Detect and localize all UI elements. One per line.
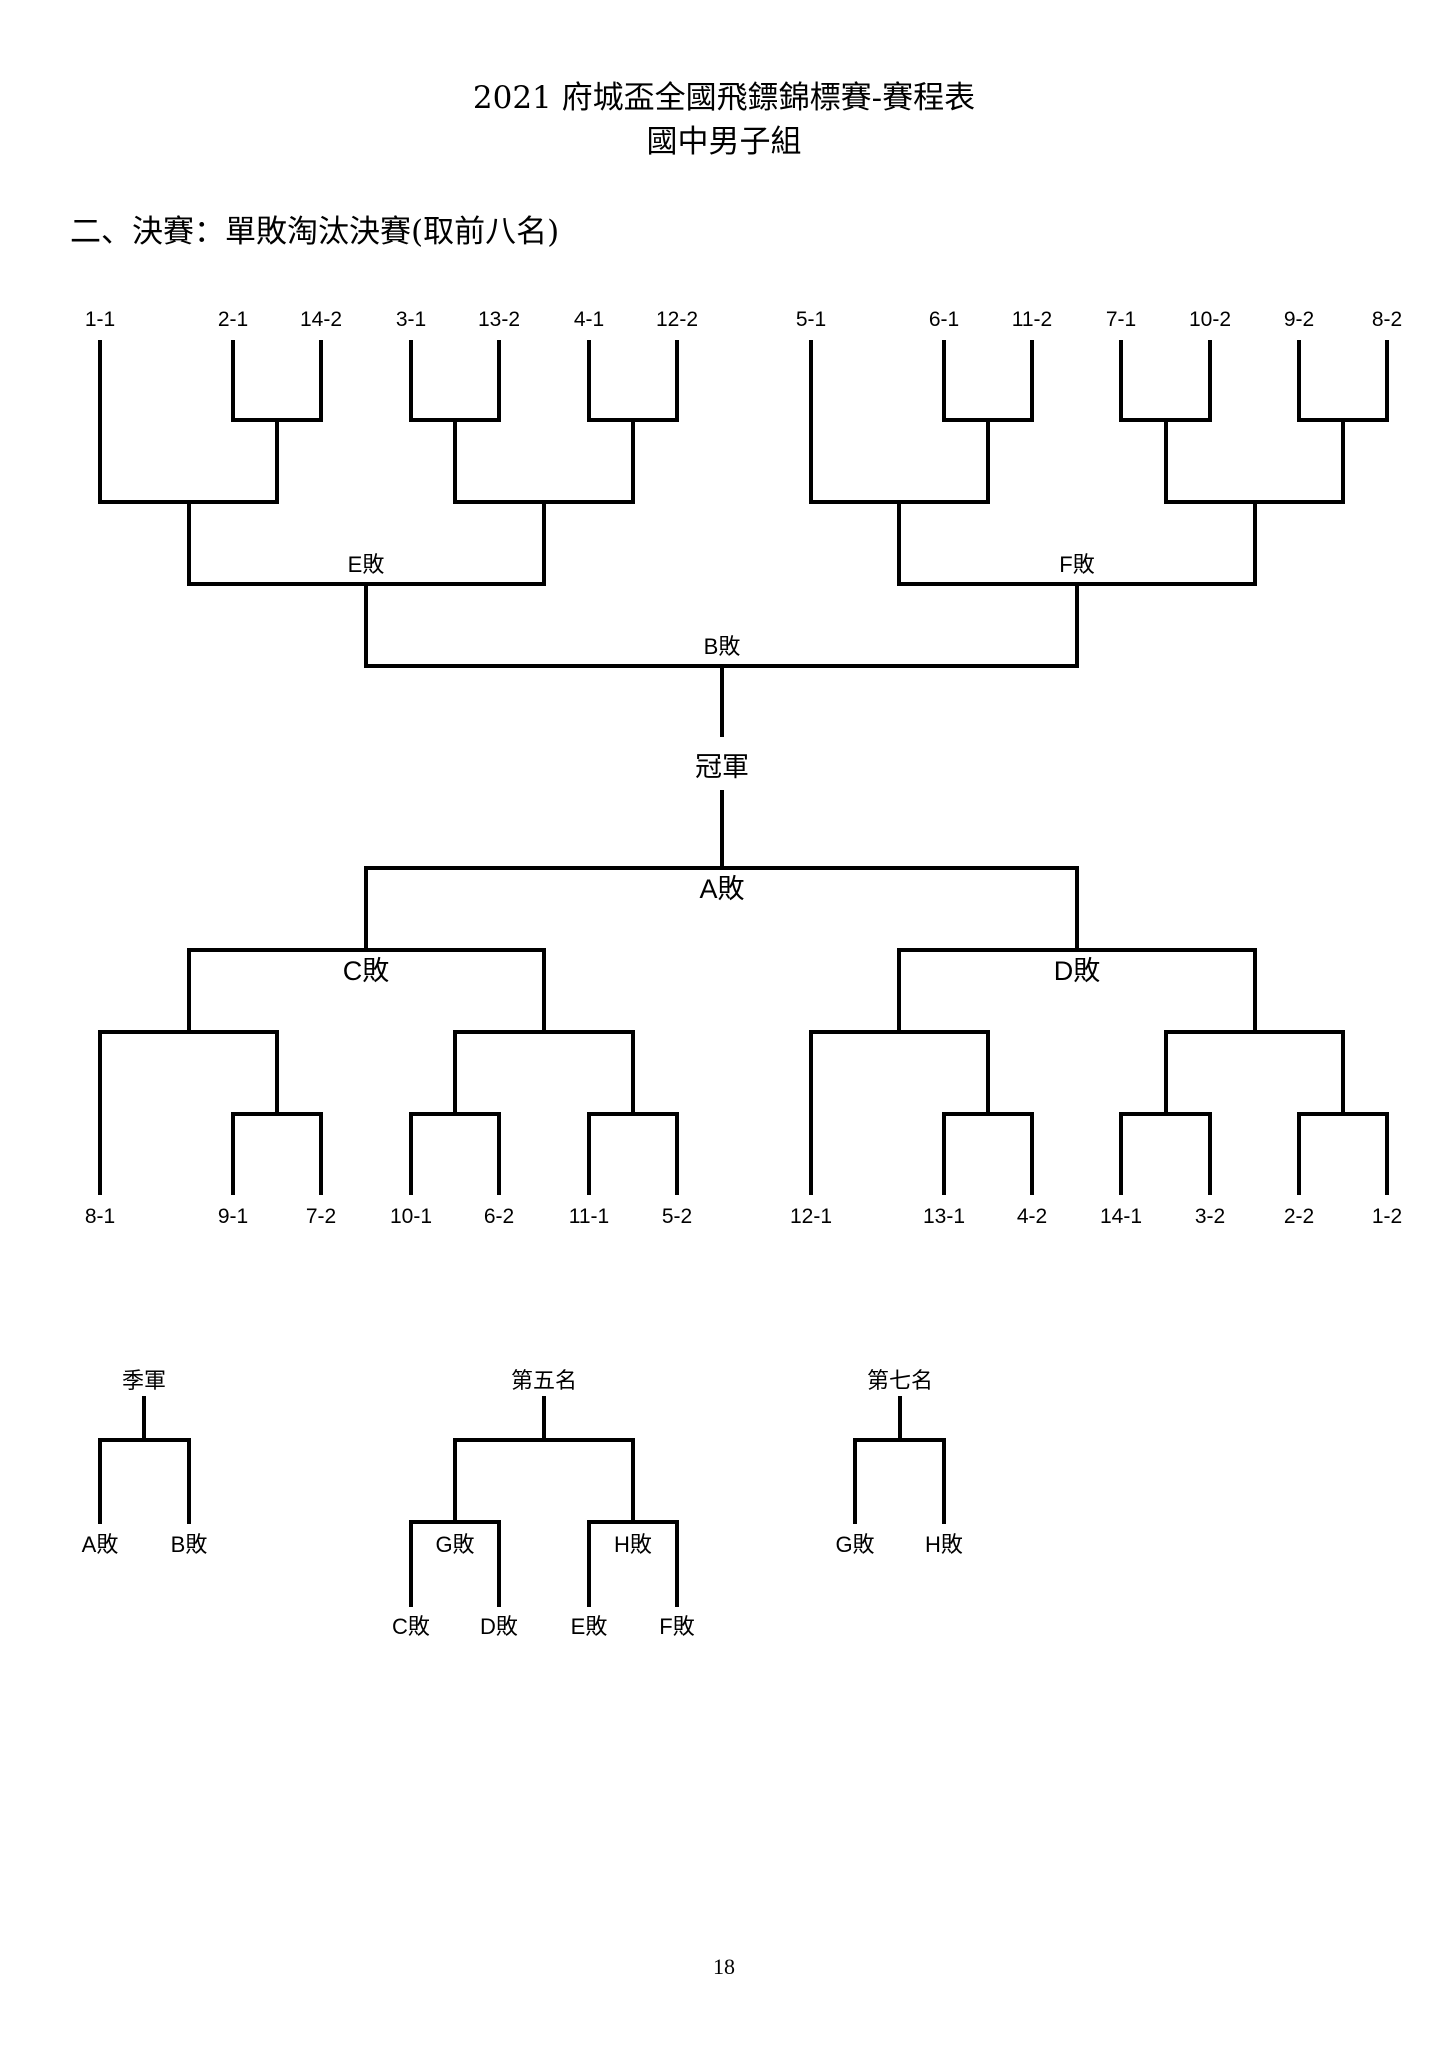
upper-seed-label: 6-1 (929, 308, 959, 331)
bracket-line (409, 340, 501, 422)
lower-seed-label: 12-1 (790, 1205, 832, 1228)
upper-seed-labels: 1-1 2-1 14-2 3-1 13-2 4-1 12-2 5-1 6-1 1… (85, 308, 1402, 331)
upper-seed-label: 5-1 (796, 308, 826, 331)
upper-seed-label: 1-1 (85, 308, 115, 331)
upper-bracket-lines (98, 340, 1389, 737)
upper-seed-label: 14-2 (300, 308, 342, 331)
fifth-place-semi-label: H敗 (614, 1532, 652, 1557)
placement-bracket-lines (98, 1396, 946, 1607)
upper-seed-label: 9-2 (1284, 308, 1314, 331)
upper-seed-label: 13-2 (478, 308, 520, 331)
third-place-title: 季軍 (122, 1368, 166, 1393)
lower-seed-label: 11-1 (569, 1205, 609, 1228)
lower-seed-label: 2-2 (1284, 1205, 1314, 1228)
lower-seed-label: 3-2 (1195, 1205, 1225, 1228)
lower-seed-label: 5-2 (662, 1205, 692, 1228)
champion-label: 冠軍 (695, 752, 749, 782)
bracket-line (587, 1520, 679, 1607)
fifth-place-semi-label: G敗 (435, 1532, 474, 1557)
upper-final-loser-label: B敗 (704, 634, 741, 659)
bracket-line (409, 1112, 501, 1195)
lower-seed-label: 8-1 (85, 1205, 115, 1228)
bracket-line (809, 1030, 990, 1195)
lower-seed-label: 4-2 (1017, 1205, 1047, 1228)
section-heading: 二、決賽：單敗淘汰決賽(取前八名) (70, 214, 560, 250)
bracket-line (453, 1030, 635, 1116)
upper-seed-label: 10-2 (1189, 308, 1231, 331)
upper-seed-label: 8-2 (1372, 308, 1402, 331)
seventh-place-title: 第七名 (867, 1368, 933, 1393)
lower-seed-label: 10-1 (390, 1205, 432, 1228)
bracket-line (853, 1438, 946, 1524)
lower-seed-label: 6-2 (484, 1205, 514, 1228)
bracket-line (1119, 1112, 1212, 1195)
upper-seed-label: 7-1 (1106, 308, 1136, 331)
bracket-line (1297, 1112, 1389, 1195)
document-subtitle: 國中男子組 (646, 124, 802, 160)
bracket-line (587, 340, 679, 422)
bracket-line (942, 1112, 1034, 1195)
lower-bracket-lines (98, 790, 1389, 1195)
bracket-line (98, 1030, 279, 1195)
lower-seed-label: 13-1 (923, 1205, 965, 1228)
bracket-line (453, 1438, 635, 1524)
document-title: 2021 府城盃全國飛鏢錦標賽-賽程表 (472, 80, 976, 116)
bracket-line (409, 1520, 501, 1607)
bracket-line (187, 948, 546, 1034)
upper-seed-label: 11-2 (1012, 308, 1052, 331)
lower-seed-label: 14-1 (1100, 1205, 1142, 1228)
bracket-line (231, 340, 323, 422)
lower-final-loser-label: A敗 (699, 874, 744, 904)
bracket-line (897, 948, 1257, 1034)
page-number: 18 (713, 1954, 735, 1979)
bracket-line (942, 340, 1034, 422)
upper-right-loser-label: F敗 (1059, 552, 1094, 577)
upper-seed-label: 2-1 (218, 308, 248, 331)
bracket-line (98, 1438, 191, 1524)
bracket-line (1297, 340, 1389, 422)
fifth-place-entrant: D敗 (480, 1614, 518, 1639)
lower-seed-label: 1-2 (1372, 1205, 1402, 1228)
third-place-entrant: B敗 (171, 1532, 208, 1557)
bracket-line (1119, 340, 1212, 422)
lower-seed-label: 7-2 (306, 1205, 336, 1228)
lower-seed-label: 9-1 (218, 1205, 248, 1228)
fifth-place-entrant: E敗 (571, 1614, 608, 1639)
fifth-place-entrant: C敗 (392, 1614, 430, 1639)
lower-seed-labels: 8-1 9-1 7-2 10-1 6-2 11-1 5-2 12-1 13-1 … (85, 1205, 1402, 1228)
upper-seed-label: 12-2 (656, 308, 698, 331)
seventh-place-entrant: G敗 (835, 1532, 874, 1557)
lower-right-loser-label: D敗 (1054, 956, 1101, 986)
bracket-line (231, 1112, 323, 1195)
upper-left-loser-label: E敗 (348, 552, 385, 577)
fifth-place-entrant: F敗 (659, 1614, 694, 1639)
upper-seed-label: 3-1 (396, 308, 426, 331)
bracket-line (1164, 418, 1345, 504)
lower-left-loser-label: C敗 (343, 956, 390, 986)
upper-seed-label: 4-1 (574, 308, 604, 331)
bracket-line (587, 1112, 679, 1195)
bracket-line (1164, 1030, 1345, 1116)
seventh-place-entrant: H敗 (925, 1532, 963, 1557)
bracket-line (453, 418, 635, 504)
fifth-place-title: 第五名 (511, 1368, 577, 1393)
bracket-line (364, 866, 1079, 952)
third-place-entrant: A敗 (82, 1532, 119, 1557)
